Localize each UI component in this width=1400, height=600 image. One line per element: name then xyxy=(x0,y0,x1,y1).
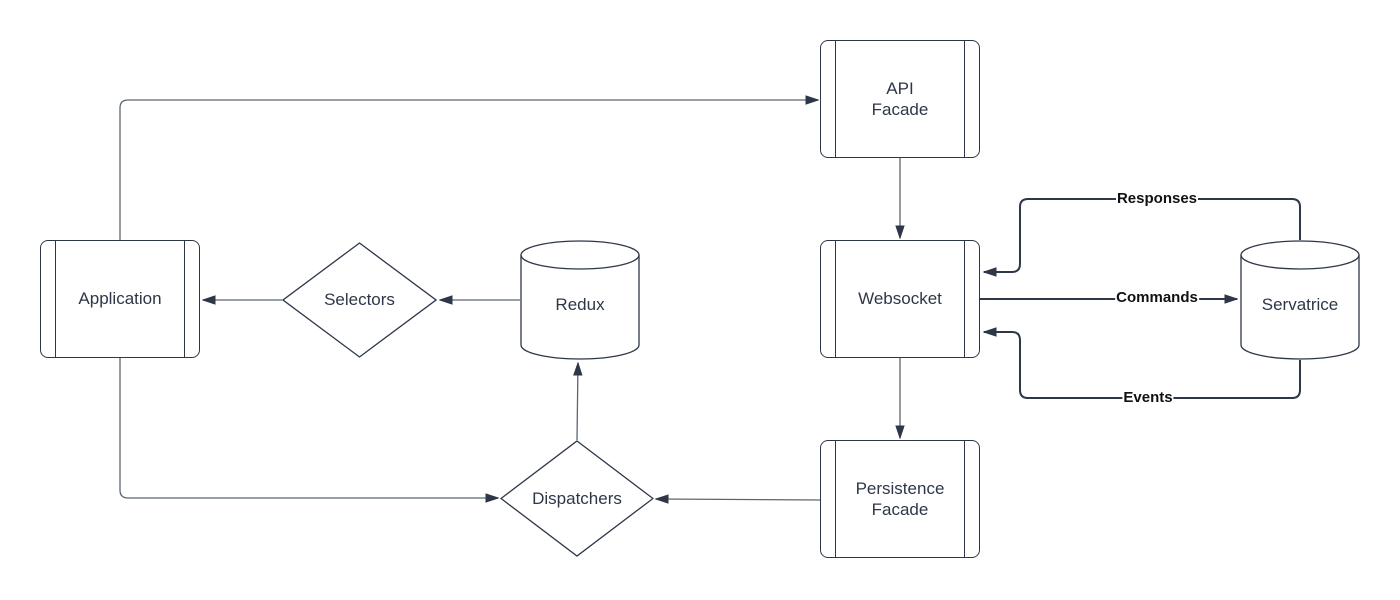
process-bar-icon xyxy=(835,441,837,557)
node-application-label: Application xyxy=(78,289,162,309)
node-selectors: Selectors xyxy=(282,242,437,358)
edge-responses-servatrice-to-websocket xyxy=(984,198,1301,272)
cylinder-shape-icon xyxy=(1240,240,1360,360)
process-bar-icon xyxy=(835,241,837,357)
process-bar-icon xyxy=(835,41,837,157)
edge-application-to-dispatchers xyxy=(119,358,498,498)
cylinder-shape-icon xyxy=(520,240,640,360)
edge-label-commands: Commands xyxy=(1115,288,1199,307)
edge-persistence-facade-to-dispatchers xyxy=(656,499,821,500)
node-redux: Redux xyxy=(520,240,640,360)
node-persistence-facade-label: Persistence Facade xyxy=(855,478,945,519)
node-dispatchers-label: Dispatchers xyxy=(532,488,622,508)
process-bar-icon xyxy=(183,241,185,357)
process-bar-icon xyxy=(963,41,965,157)
edge-label-events: Events xyxy=(1122,388,1174,407)
diamond-shape-icon xyxy=(500,440,654,557)
node-servatrice-label: Servatrice xyxy=(1261,295,1339,315)
process-bar-icon xyxy=(963,241,965,357)
node-websocket-label: Websocket xyxy=(858,289,942,309)
edge-label-responses: Responses xyxy=(1115,189,1199,208)
node-dispatchers: Dispatchers xyxy=(500,440,654,557)
node-api-facade-label: API Facade xyxy=(871,78,929,119)
node-redux-label: Redux xyxy=(555,295,605,315)
diamond-shape-icon xyxy=(282,242,437,358)
process-bar-icon xyxy=(963,441,965,557)
process-bar-icon xyxy=(55,241,57,357)
node-api-facade: API Facade xyxy=(820,40,980,158)
node-application: Application xyxy=(40,240,200,358)
node-servatrice: Servatrice xyxy=(1240,240,1360,360)
edge-events-servatrice-to-websocket xyxy=(984,332,1301,399)
edge-dispatchers-to-redux xyxy=(577,363,578,441)
node-websocket: Websocket xyxy=(820,240,980,358)
edge-application-to-api-facade xyxy=(119,100,818,240)
node-persistence-facade: Persistence Facade xyxy=(820,440,980,558)
node-selectors-label: Selectors xyxy=(324,290,395,310)
